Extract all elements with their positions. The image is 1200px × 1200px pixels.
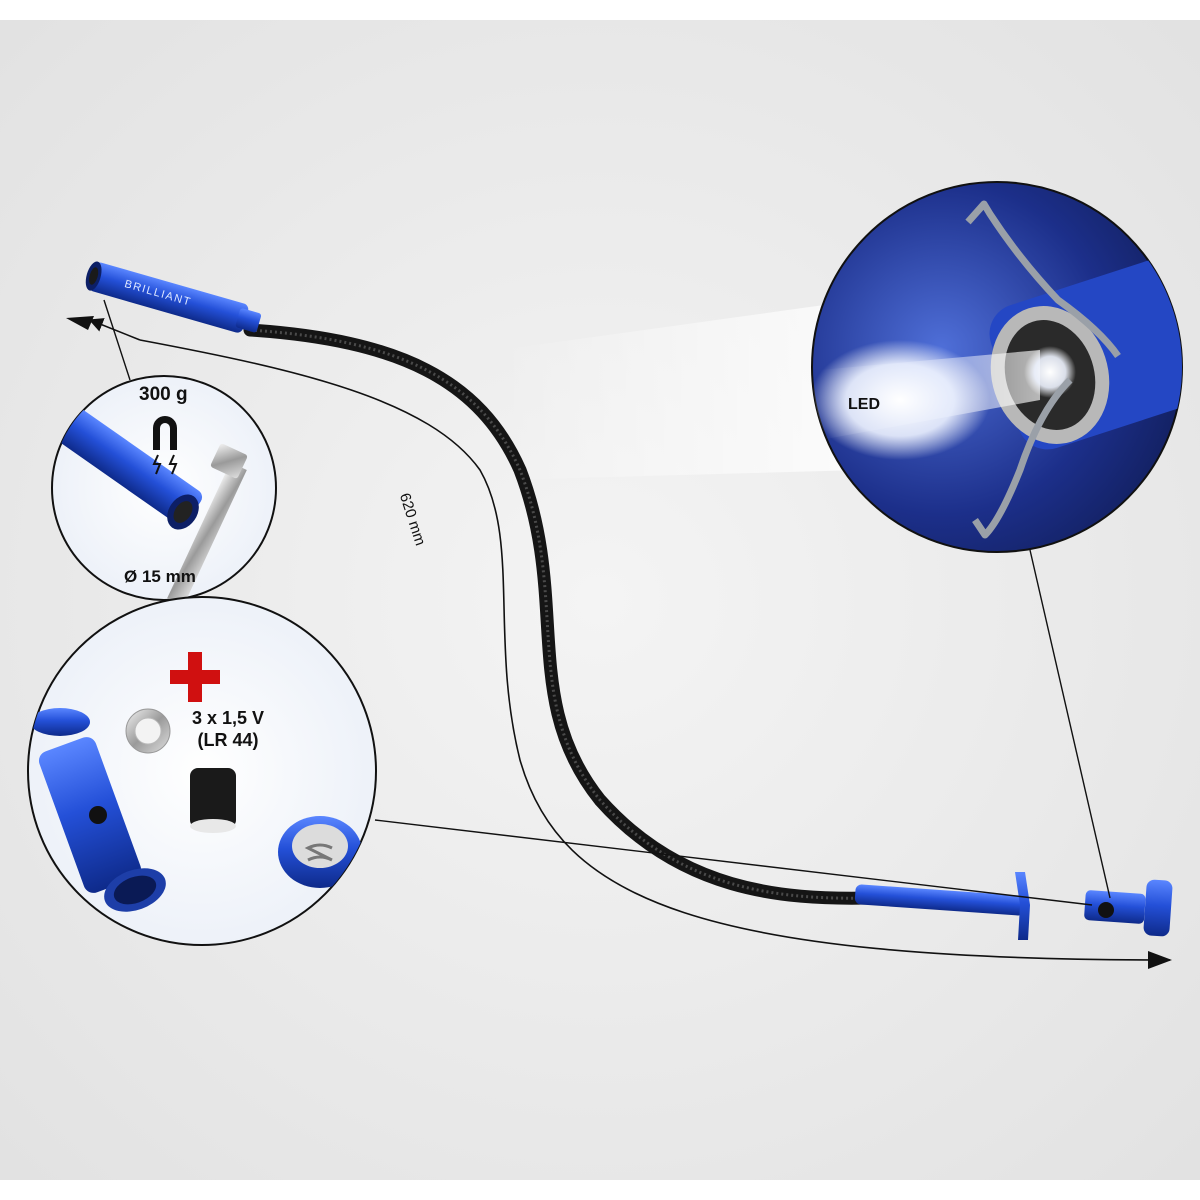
flexible-hose-highlight bbox=[249, 328, 871, 900]
grabber-claw-top bbox=[965, 200, 1121, 359]
tool-tip-head bbox=[85, 261, 262, 333]
connector-battery bbox=[374, 819, 1093, 906]
tool-handle bbox=[854, 872, 1173, 940]
length-arrow-left-icon bbox=[66, 316, 94, 330]
length-dimension-line bbox=[139, 339, 1171, 961]
battery-inset bbox=[27, 596, 377, 946]
magnet-diameter-label: Ø 15 mm bbox=[124, 567, 196, 586]
magnet-cylinder bbox=[190, 768, 236, 828]
magnet-inset bbox=[51, 375, 277, 601]
connector-led bbox=[1029, 549, 1111, 899]
magnet-weight-label: 300 g bbox=[139, 384, 188, 405]
grabber-claw-bottom bbox=[972, 377, 1073, 539]
plus-icon bbox=[170, 652, 220, 702]
battery-spec-label: 3 x 1,5 V (LR 44) bbox=[192, 707, 264, 751]
led-label: LED bbox=[848, 396, 880, 413]
connector-magnet bbox=[103, 299, 131, 381]
magnet-icon bbox=[153, 416, 177, 450]
length-arrow-right-icon bbox=[1148, 951, 1172, 969]
light-beam bbox=[500, 300, 860, 480]
led-inset bbox=[811, 181, 1183, 553]
length-arrow-start bbox=[88, 318, 141, 341]
switch-button bbox=[1098, 902, 1114, 918]
battery-voltage-label: 3 x 1,5 V bbox=[192, 708, 265, 728]
battery-type-label: (LR 44) bbox=[197, 730, 259, 750]
magnet-attraction-icon bbox=[152, 454, 178, 475]
